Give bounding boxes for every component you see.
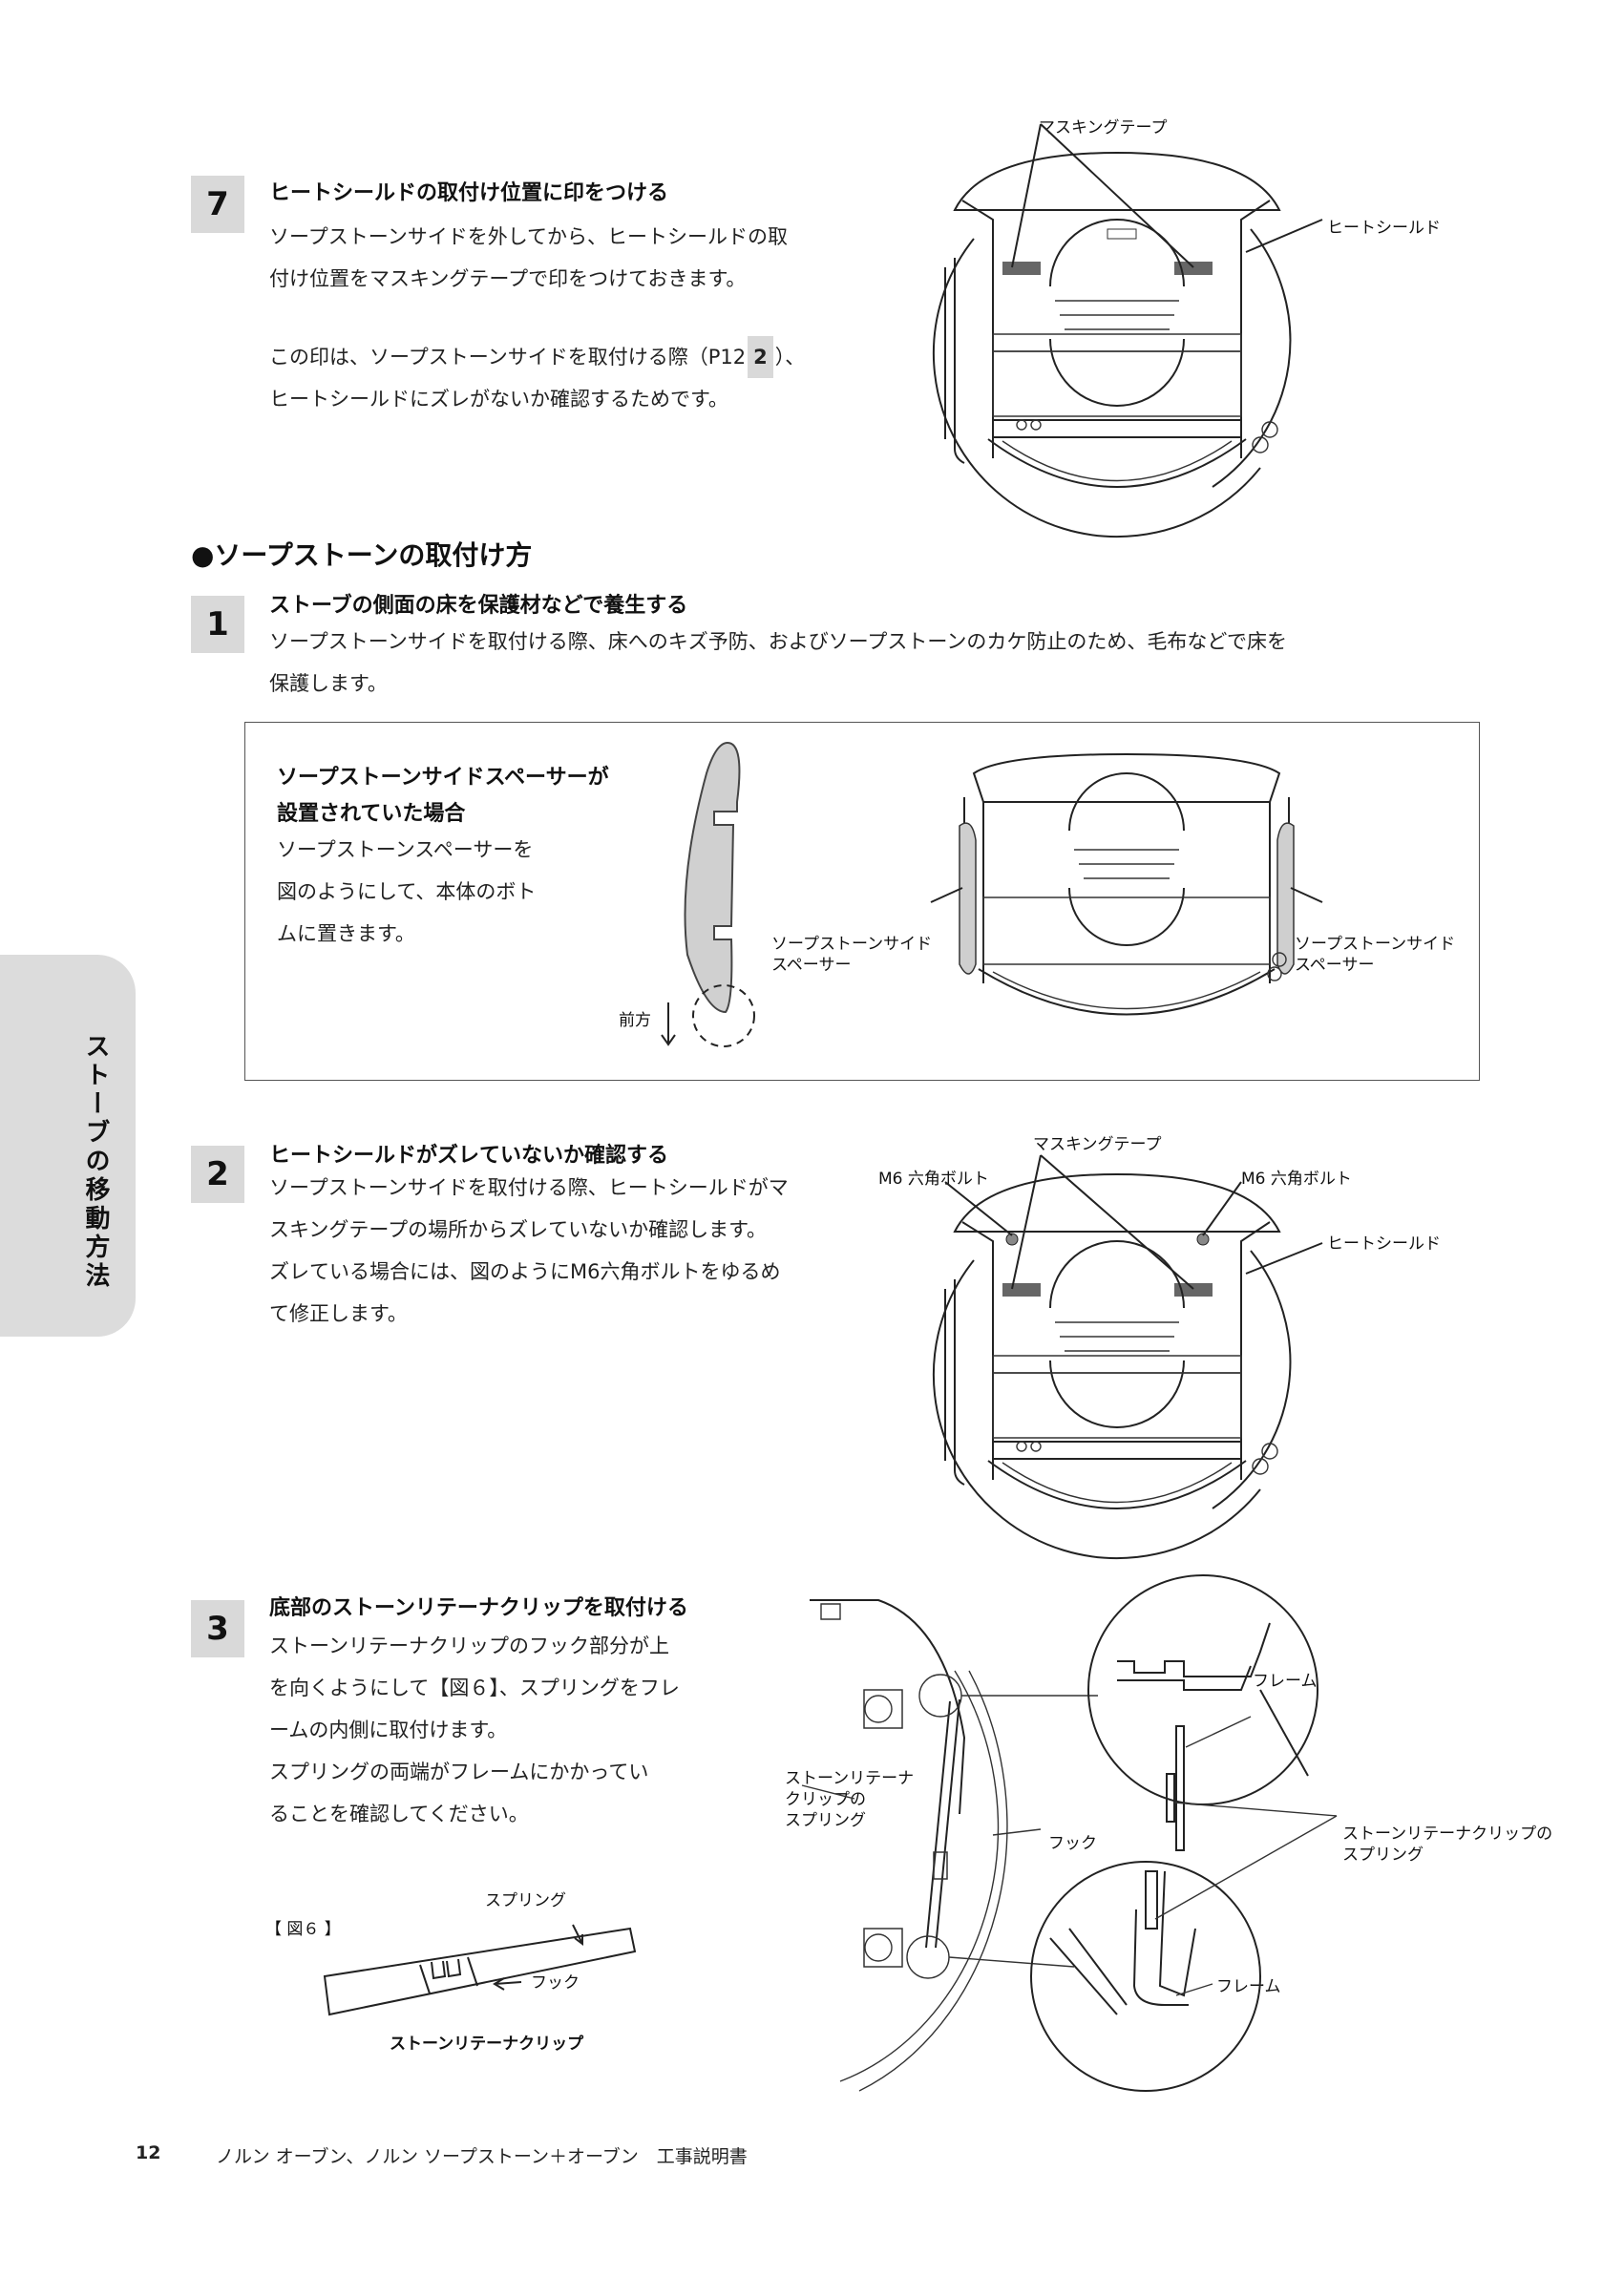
step-7-para2-text: この印は、ソープストーンサイドを取付ける際（P12 bbox=[269, 346, 747, 369]
spacer-left-label: ソープストーンサイド スペーサー bbox=[771, 934, 932, 976]
detail-spring-label-line1: ストーンリテーナ bbox=[785, 1769, 915, 1788]
step-7-para1-line2: 付け位置をマスキングテープで印をつけておきます。 bbox=[269, 267, 747, 290]
step-1-body: ソープストーンサイドを取付ける際、床へのキズ予防、およびソープストーンのカケ防止… bbox=[269, 621, 1287, 705]
step-2-bolt-left-label: M6 六角ボルト bbox=[878, 1170, 989, 1189]
front-direction-label: 前方 bbox=[619, 1011, 651, 1030]
stove-top-view-illustration bbox=[932, 123, 1323, 538]
step-1-number: 1 bbox=[191, 596, 244, 653]
step-2-line2: スキングテープの場所からズレていないか確認します。 bbox=[269, 1218, 768, 1241]
spacer-right-label: ソープストーンサイド スペーサー bbox=[1295, 934, 1455, 976]
spacer-box-title-line2: 設置されていた場合 bbox=[277, 802, 466, 826]
step-1-heading: ストーブの側面の床を保護材などで養生する bbox=[269, 594, 688, 618]
step-1-line1: ソープストーンサイドを取付ける際、床へのキズ予防、およびソープストーンのカケ防止… bbox=[269, 630, 1287, 653]
figure-6-label: 【 図６ 】 bbox=[265, 1920, 341, 1939]
step-3-line2: を向くようにして【図６】、スプリングをフレ bbox=[269, 1677, 680, 1699]
detail-spring-label-line2: クリップの bbox=[785, 1790, 866, 1809]
step-7-para2-line2: ヒートシールドにズレがないか確認するためです。 bbox=[269, 388, 728, 411]
step-1-line2: 保護します。 bbox=[269, 672, 388, 695]
step-7-para2-punct: ）、 bbox=[774, 346, 806, 369]
step-7-tape-label: マスキングテープ bbox=[1039, 118, 1168, 137]
step-3-line4: スプリングの両端がフレームにかかってい bbox=[269, 1761, 649, 1783]
stove-top-view-bolts-illustration bbox=[932, 1154, 1323, 1560]
step-2-shield-label: ヒートシールド bbox=[1327, 1234, 1441, 1254]
spacer-box-line3: ムに置きます。 bbox=[277, 922, 415, 945]
figure-6-hook-label: フック bbox=[531, 1973, 580, 1993]
detail-spring-label: ストーンリテーナ クリップの スプリング bbox=[785, 1768, 914, 1831]
detail-right-label-line1: ストーンリテーナクリップの bbox=[1342, 1825, 1553, 1844]
detail-spring-label-line3: スプリング bbox=[785, 1811, 866, 1830]
step-2-number: 2 bbox=[191, 1146, 244, 1203]
side-tab-label: ストーブの移動方法 bbox=[81, 1033, 110, 1291]
spacer-right-label-line1: ソープストーンサイド bbox=[1295, 935, 1456, 954]
section-title: ●ソープストーンの取付け方 bbox=[191, 539, 533, 571]
step-2-bolt-right-label: M6 六角ボルト bbox=[1241, 1170, 1352, 1189]
detail-frame-top-label: フレーム bbox=[1253, 1672, 1318, 1691]
step-7-para1-line1: ソープストーンサイドを外してから、ヒートシールドの取 bbox=[269, 225, 789, 248]
spacer-box-body: ソープストーンスペーサーを 図のようにして、本体のボト ムに置きます。 bbox=[277, 829, 536, 955]
spacer-box-line1: ソープストーンスペーサーを bbox=[277, 838, 534, 861]
spacer-box-title-line1: ソープストーンサイドスペーサーが bbox=[277, 766, 609, 790]
step-7-shield-label: ヒートシールド bbox=[1327, 219, 1441, 238]
spacer-note-box bbox=[244, 722, 1480, 1081]
figure-6-spring-label: スプリング bbox=[485, 1891, 566, 1910]
spacer-right-label-line2: スペーサー bbox=[1295, 956, 1375, 975]
step-2-tape-label: マスキングテープ bbox=[1033, 1135, 1162, 1154]
step-7-heading: ヒートシールドの取付け位置に印をつける bbox=[269, 181, 669, 205]
spacer-part-illustration bbox=[661, 741, 755, 1047]
detail-right-label-line2: スプリング bbox=[1342, 1846, 1424, 1865]
footer-title: ノルン オーブン、ノルン ソープストーン＋オーブン 工事説明書 bbox=[216, 2146, 748, 2167]
spacer-left-label-line2: スペーサー bbox=[771, 956, 852, 975]
detail-frame-bottom-label: フレーム bbox=[1216, 1977, 1281, 1996]
retainer-clip-section-illustration bbox=[801, 1574, 1338, 2092]
step-2-line4: て修正します。 bbox=[269, 1302, 408, 1325]
step-2-body: ソープストーンサイドを取付ける際、ヒートシールドがマ スキングテープの場所からズ… bbox=[269, 1167, 789, 1335]
retainer-clip-illustration bbox=[323, 1924, 637, 2016]
step-2-line1: ソープストーンサイドを取付ける際、ヒートシールドがマ bbox=[269, 1176, 789, 1199]
step-3-number: 3 bbox=[191, 1600, 244, 1657]
detail-right-label: ストーンリテーナクリップの スプリング bbox=[1342, 1824, 1552, 1866]
step-3-line5: ることを確認してください。 bbox=[269, 1803, 529, 1825]
step-3-body: ストーンリテーナクリップのフック部分が上 を向くようにして【図６】、スプリングを… bbox=[269, 1625, 680, 1835]
step-2-heading: ヒートシールドがズレていないか確認する bbox=[269, 1144, 669, 1168]
page-ref-badge: 2 bbox=[748, 336, 773, 378]
spacer-box-title: ソープストーンサイドスペーサーが 設置されていた場合 bbox=[277, 760, 609, 833]
step-7-para1: ソープストーンサイドを外してから、ヒートシールドの取 付け位置をマスキングテープ… bbox=[269, 216, 788, 300]
step-3-line3: ームの内側に取付けます。 bbox=[269, 1719, 508, 1741]
spacer-box-line2: 図のようにして、本体のボト bbox=[277, 880, 537, 903]
footer-page-number: 12 bbox=[136, 2142, 161, 2163]
step-3-line1: ストーンリテーナクリップのフック部分が上 bbox=[269, 1635, 669, 1657]
stove-with-spacers-illustration bbox=[930, 752, 1323, 1016]
detail-hook-label: フック bbox=[1048, 1834, 1097, 1853]
step-2-line3: ズレている場合には、図のようにM6六角ボルトをゆるめ bbox=[269, 1260, 781, 1283]
step-3-heading: 底部のストーンリテーナクリップを取付ける bbox=[269, 1596, 688, 1620]
side-tab bbox=[0, 955, 136, 1337]
step-7-number: 7 bbox=[191, 176, 244, 233]
spacer-left-label-line1: ソープストーンサイド bbox=[771, 935, 933, 954]
figure-6-caption: ストーンリテーナクリップ bbox=[390, 2035, 584, 2054]
